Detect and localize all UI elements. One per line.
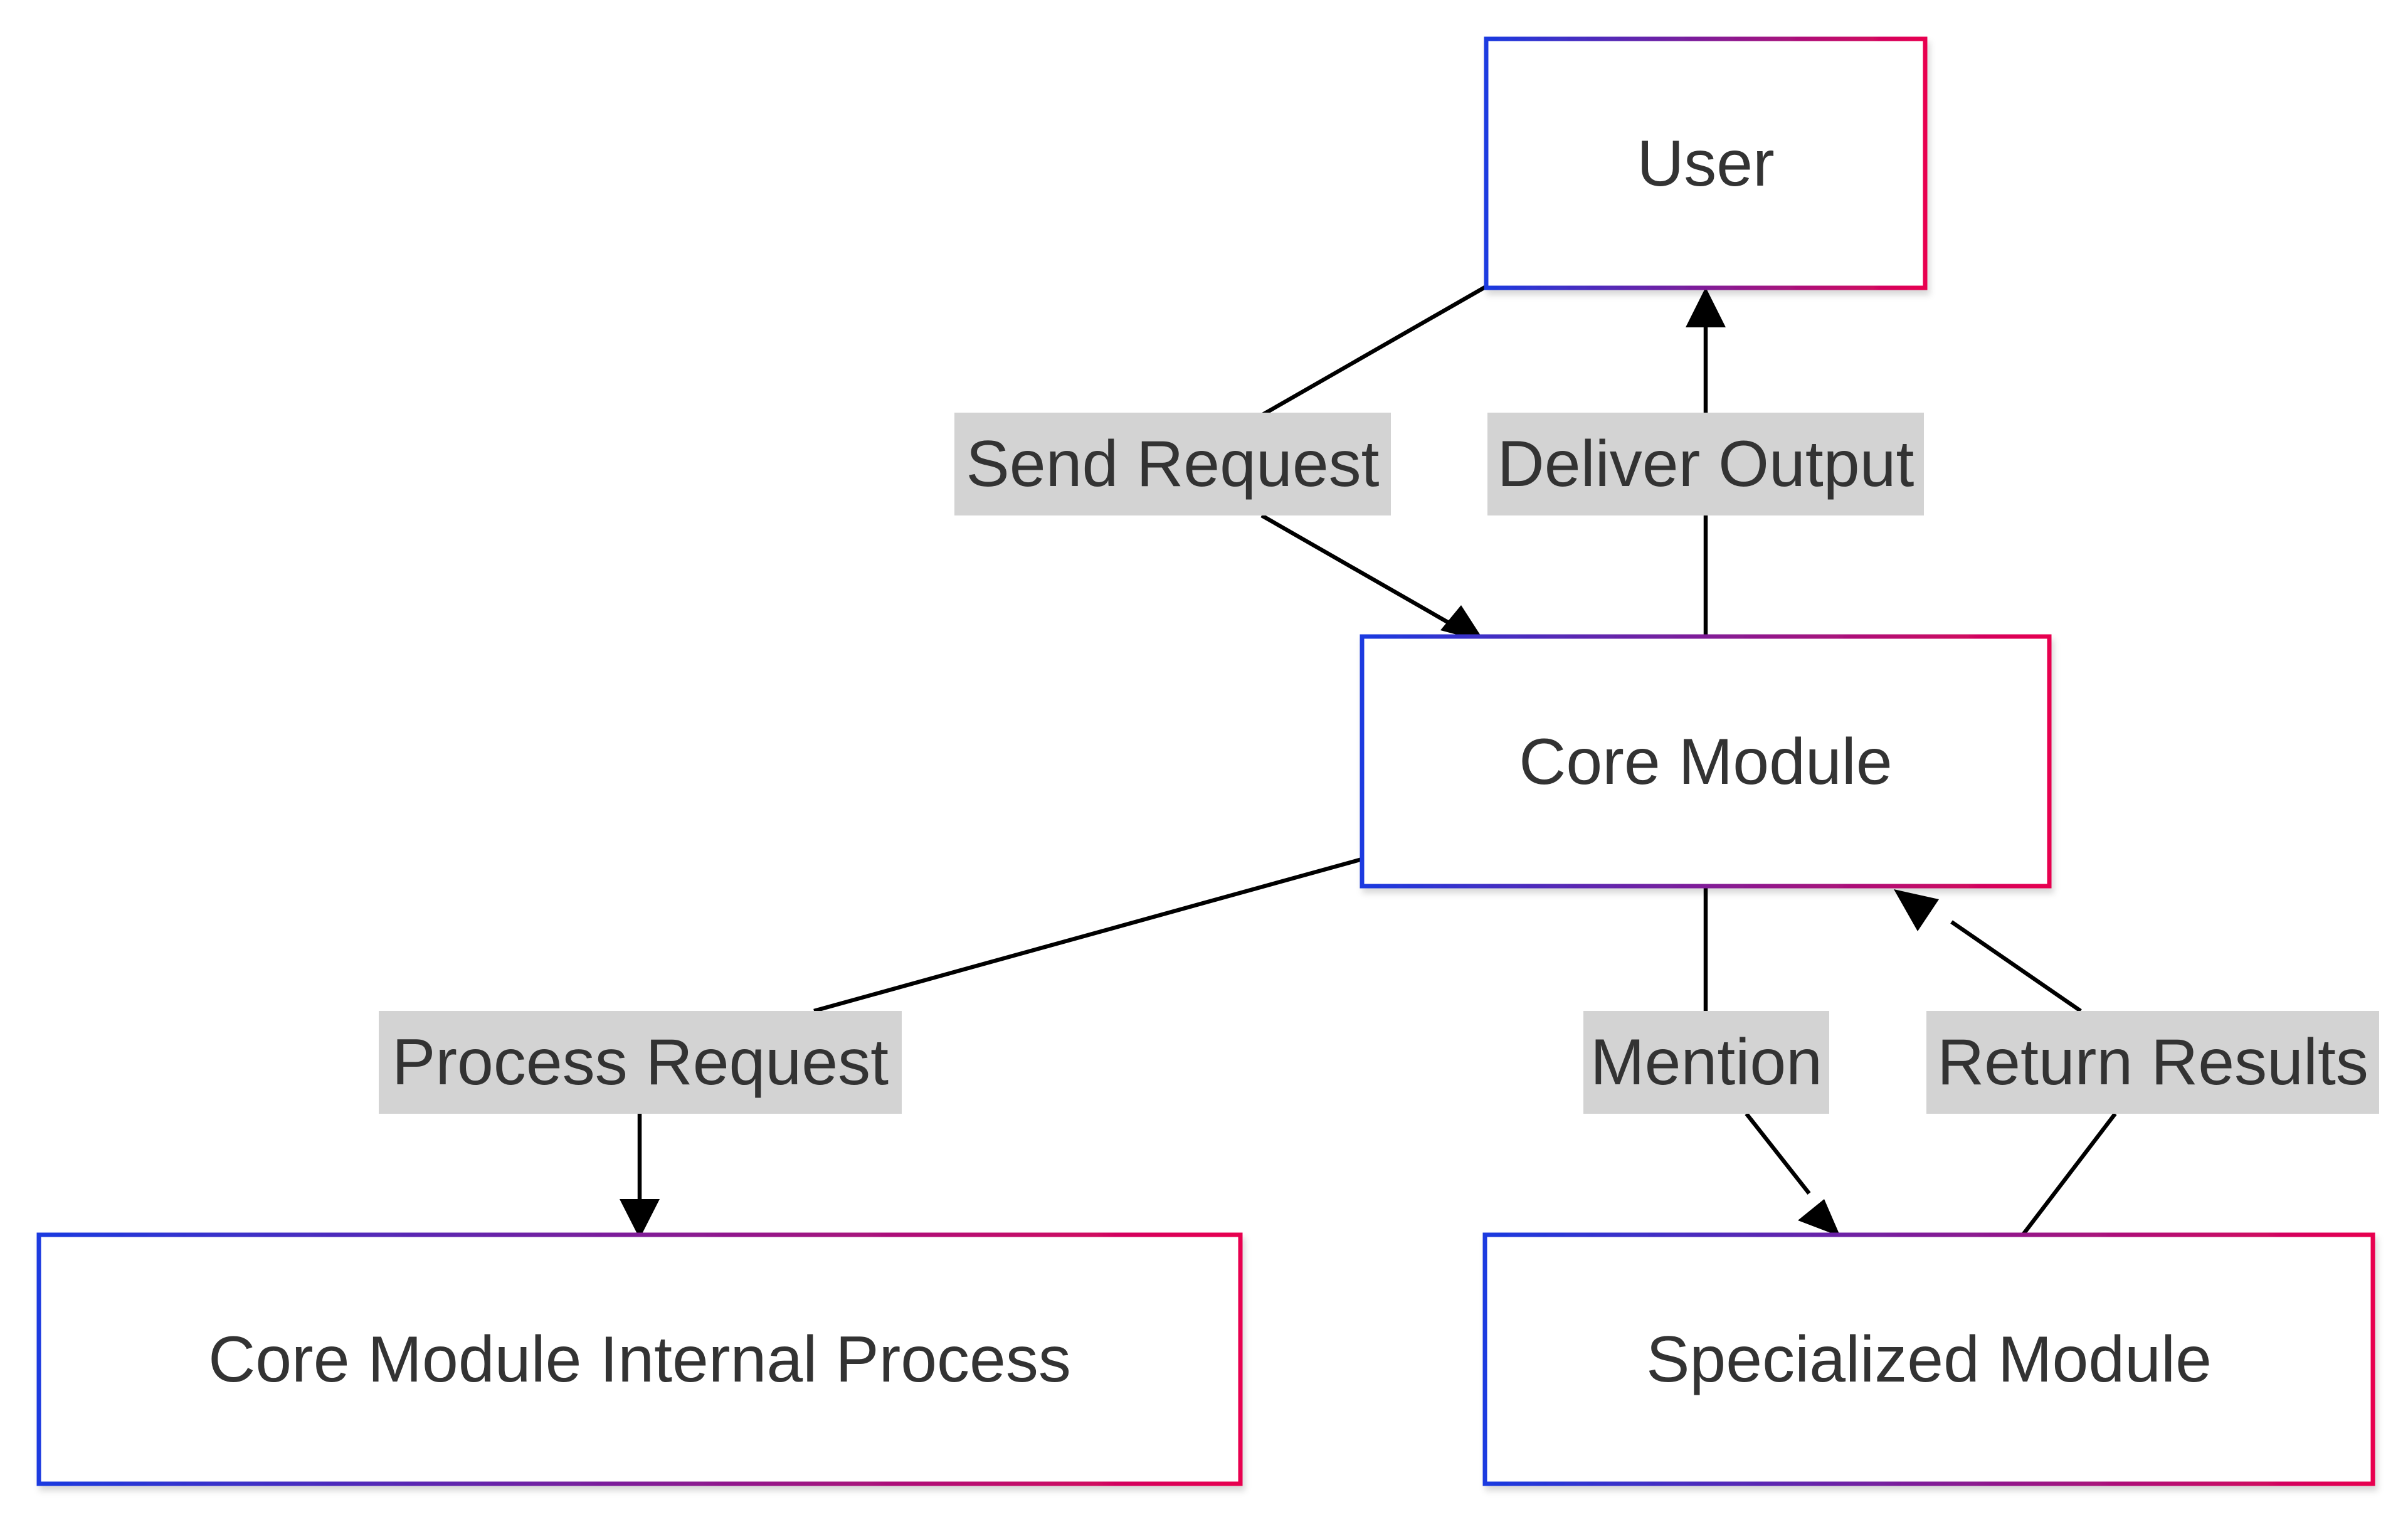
- arrowhead-return-results: [1894, 889, 1939, 931]
- edge-send-request: Send Request: [954, 285, 1486, 642]
- edge-label-mention: Mention: [1590, 1026, 1822, 1099]
- edge-process-request: Process Request: [379, 857, 1363, 1239]
- node-specialized-module: Specialized Module: [1482, 1232, 2375, 1486]
- edge-label-return-results: Return Results: [1937, 1026, 2368, 1099]
- arrowhead-deliver-output: [1686, 287, 1726, 327]
- arrowhead-process-request: [620, 1199, 660, 1239]
- edge-label-bg-mention: [1583, 1011, 1829, 1114]
- edge-label-send-request: Send Request: [966, 428, 1379, 500]
- edge-return-results: Return Results: [1894, 889, 2379, 1237]
- edge-mention: Mention: [1583, 887, 1840, 1237]
- node-box-core-internal-process: [36, 1232, 1243, 1486]
- edge-line-process-request: [637, 857, 1363, 1203]
- edge-label-bg-deliver-output: [1487, 413, 1924, 515]
- node-label-user: User: [1637, 127, 1775, 200]
- edge-label-process-request: Process Request: [392, 1026, 889, 1099]
- edge-label-bg-send-request: [954, 413, 1391, 515]
- edge-label-bg-process-request: [379, 1011, 902, 1114]
- node-label-core-module: Core Module: [1519, 726, 1892, 798]
- edge-label-deliver-output: Deliver Output: [1497, 428, 1914, 500]
- node-core-internal-process: Core Module Internal Process: [36, 1232, 1243, 1486]
- arrowhead-mention: [1798, 1199, 1840, 1237]
- edge-label-bg-return-results: [1926, 1011, 2379, 1114]
- node-core-module: Core Module: [1360, 634, 2052, 889]
- node-box-specialized-module: [1482, 1232, 2375, 1486]
- edge-line-send-request: [1260, 285, 1486, 625]
- edge-deliver-output: Deliver Output: [1487, 287, 1924, 636]
- node-box-user: [1484, 36, 1928, 290]
- edge-line-return-results: [1950, 920, 2117, 1237]
- node-box-core-module: [1360, 634, 2052, 889]
- node-user: User: [1484, 36, 1928, 290]
- node-label-specialized-module: Specialized Module: [1646, 1323, 2212, 1396]
- arrowhead-send-request: [1440, 605, 1485, 642]
- node-label-core-internal-process: Core Module Internal Process: [208, 1323, 1071, 1396]
- edge-line-mention: [1703, 887, 1811, 1195]
